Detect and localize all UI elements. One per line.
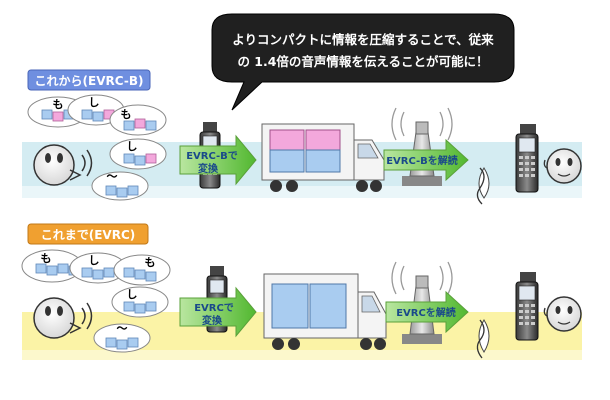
- bottom-break-mark: [478, 319, 490, 353]
- receiver-phone-icon: [515, 124, 539, 193]
- top-encode-label-1: EVRC-Bで: [186, 150, 238, 162]
- top-truck-icon: [261, 123, 385, 192]
- top-section: これから(EVRC-B) も し も: [22, 69, 582, 205]
- speech-bubble: 〜: [93, 322, 151, 353]
- callout-line-2: の 1.4倍の音声情報を伝えることが可能に！: [237, 54, 488, 69]
- top-decode-arrow: EVRC-Bを解読: [383, 138, 469, 182]
- speaker-face-icon: [33, 297, 93, 339]
- top-encode-arrow: EVRC-Bで 変換: [179, 134, 257, 186]
- syllable-label: し: [89, 254, 100, 267]
- syllable-label: し: [127, 288, 138, 301]
- callout-bubble: よりコンパクトに情報を圧縮することで、従来 の 1.4倍の音声情報を伝えることが…: [211, 13, 515, 111]
- syllable-label: も: [121, 108, 132, 121]
- speech-bubble: 〜: [91, 170, 149, 201]
- bottom-decode-label: EVRCを解読: [396, 306, 456, 319]
- syllable-label: 〜: [117, 322, 128, 335]
- speech-bubble: も: [113, 254, 171, 286]
- top-break-mark: [478, 167, 490, 199]
- bottom-tag-label: これまで(EVRC): [41, 228, 136, 242]
- bottom-encode-label-2: 変換: [202, 314, 223, 327]
- syllable-label: 〜: [107, 170, 118, 183]
- top-tag: これから(EVRC-B): [27, 69, 151, 91]
- listener-face-icon: [543, 148, 582, 184]
- speaker-face-icon: [33, 144, 93, 186]
- speech-bubble: し: [109, 138, 167, 170]
- bottom-decode-arrow: EVRCを解読: [385, 290, 469, 334]
- callout-line-1: よりコンパクトに情報を圧縮することで、従来: [232, 32, 494, 47]
- bottom-tag: これまで(EVRC): [27, 223, 149, 245]
- syllable-label: も: [145, 256, 156, 269]
- top-decode-label: EVRC-Bを解読: [386, 154, 458, 167]
- bottom-encode-arrow: EVRCで 変換: [179, 286, 257, 338]
- speech-bubble: し: [69, 252, 127, 284]
- speech-bubble: し: [111, 286, 169, 318]
- syllable-label: し: [89, 96, 100, 109]
- receiver-phone-icon: [515, 272, 539, 341]
- bottom-speech-bubbles: も し も し: [21, 249, 171, 353]
- top-speech-bubbles: も し も し: [27, 94, 167, 201]
- syllable-label: し: [127, 140, 138, 153]
- listener-face-icon: [543, 296, 582, 332]
- bottom-truck-icon: [263, 273, 387, 350]
- syllable-label: も: [53, 98, 64, 111]
- speech-bubble: も: [109, 104, 167, 136]
- top-encode-label-2: 変換: [198, 162, 219, 175]
- bottom-encode-label-1: EVRCで: [194, 302, 234, 314]
- bottom-section: これまで(EVRC) も し も: [21, 223, 582, 360]
- top-tag-label: これから(EVRC-B): [35, 74, 144, 88]
- syllable-label: も: [41, 252, 52, 265]
